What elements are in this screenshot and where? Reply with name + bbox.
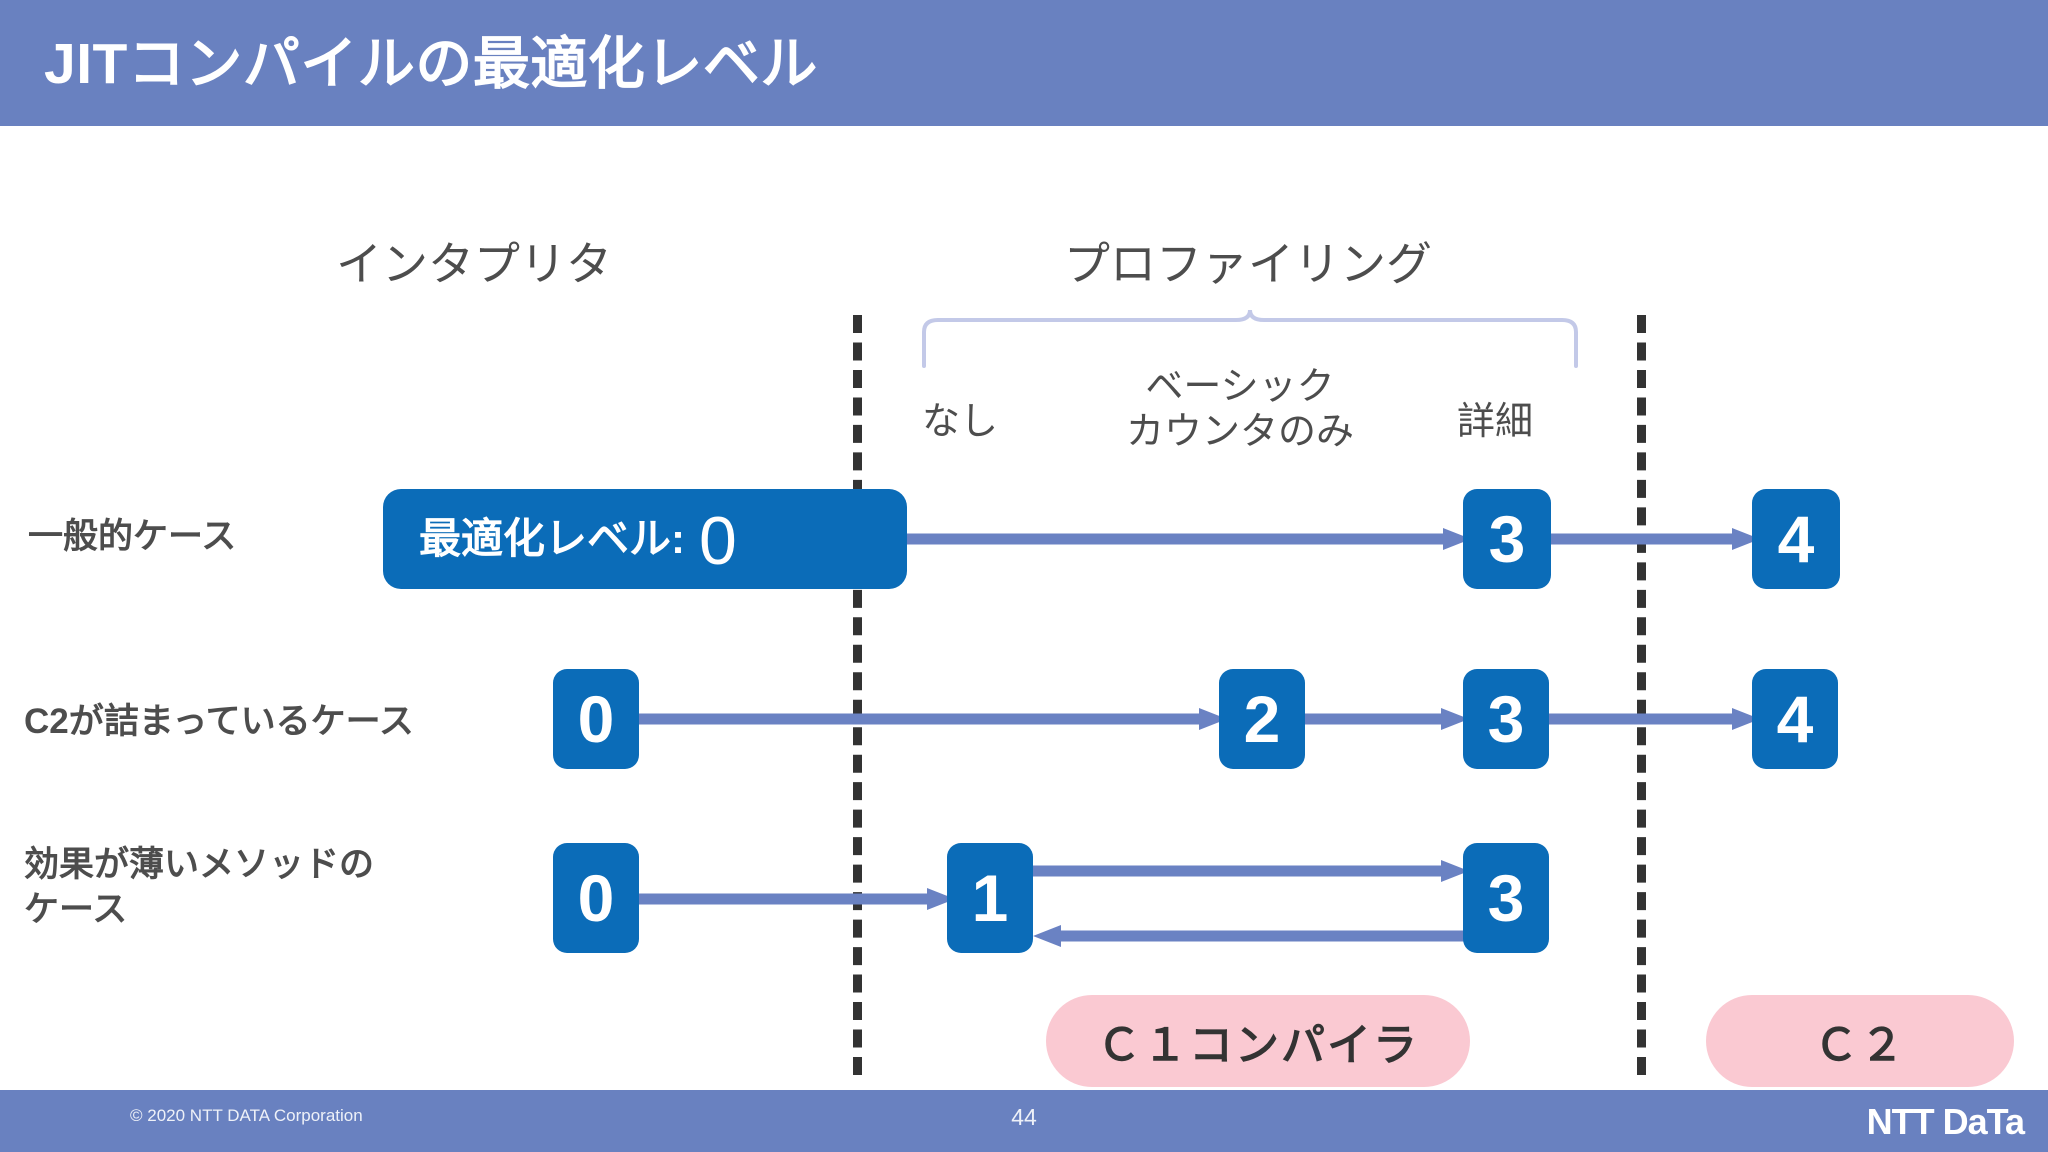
divider-interpreter-c1 xyxy=(853,315,862,1075)
level-box-r3-3[interactable]: 3 xyxy=(1463,843,1549,953)
divider-c1-c2 xyxy=(1637,315,1646,1075)
arrow-r2-2-to-3 xyxy=(1305,708,1469,730)
nttdata-logo: NTT DaTa xyxy=(1866,1101,2025,1142)
heading-profiling: プロファイリング xyxy=(1064,238,1432,290)
profiling-brace xyxy=(920,308,1580,370)
pill-c2-compiler: Ｃ２ xyxy=(1706,995,2014,1087)
profiling-level-detailed: 詳細 xyxy=(1456,401,1533,443)
level-box-value: 0 xyxy=(699,503,737,579)
row-label-c2-busy-case: C2が詰まっているケース xyxy=(24,702,414,741)
profiling-level-none: なし xyxy=(921,401,998,443)
row-label-low-benefit-case: 効果が薄いメソッドの ケース xyxy=(24,845,375,929)
arrow-r2-3-to-4 xyxy=(1549,708,1760,730)
level-box-r3-0[interactable]: 0 xyxy=(553,843,639,953)
level-box-r2-2[interactable]: 2 xyxy=(1219,669,1305,769)
arrow-r2-0-to-2 xyxy=(639,708,1227,730)
level-box-r1-4[interactable]: 4 xyxy=(1752,489,1840,589)
header-band xyxy=(0,0,2048,126)
row-label-general-case: 一般的ケース xyxy=(28,517,237,556)
profiling-level-basic: ベーシック カウンタのみ xyxy=(1125,366,1354,453)
arrow-r1-0-to-3 xyxy=(835,528,1471,550)
level-box-r3-1[interactable]: 1 xyxy=(947,843,1033,953)
level-box-r2-4[interactable]: 4 xyxy=(1752,669,1838,769)
arrow-r3-0-to-1 xyxy=(639,888,955,910)
heading-interpreter: インタプリタ xyxy=(336,238,612,290)
level-box-r2-0[interactable]: 0 xyxy=(553,669,639,769)
footer-copyright: © 2020 NTT DATA Corporation xyxy=(130,1106,363,1125)
footer-page-number: 44 xyxy=(1011,1104,1037,1130)
level-box-r2-3[interactable]: 3 xyxy=(1463,669,1549,769)
footer-band xyxy=(0,1090,2048,1152)
arrow-r1-3-to-4 xyxy=(1551,528,1760,550)
arrow-r3-3-to-1 xyxy=(1033,925,1469,947)
page-title: JITコンパイルの最適化レベル xyxy=(44,32,818,96)
pill-c1-compiler: Ｃ１コンパイラ xyxy=(1046,995,1470,1087)
level-box-r1-0[interactable]: 最適化レベル: 0 xyxy=(383,489,907,589)
arrow-r3-1-to-3 xyxy=(1033,860,1469,882)
level-box-r1-3[interactable]: 3 xyxy=(1463,489,1551,589)
level-box-label: 最適化レベル: xyxy=(419,515,685,562)
